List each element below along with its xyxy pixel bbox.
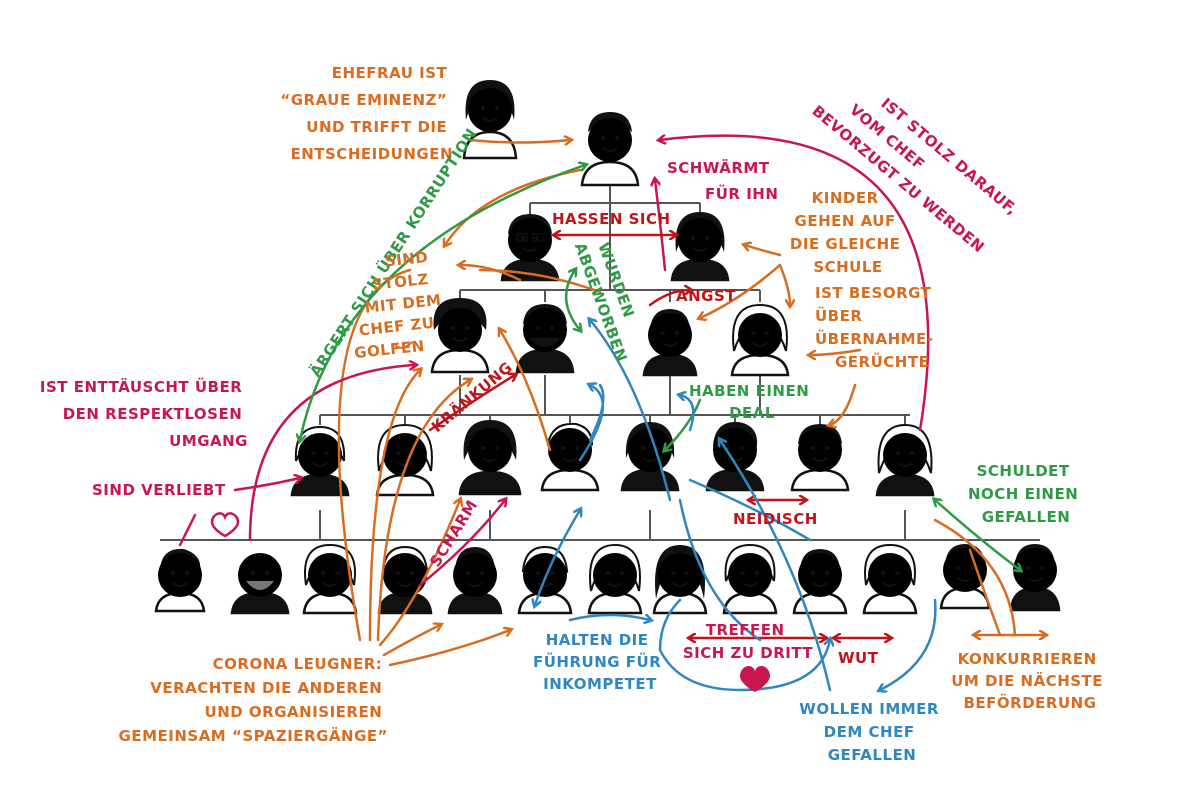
annotation-labels: EHEFRAU IST “GRAUE EMINENZ” UND TRIFFT D… bbox=[40, 64, 1109, 764]
label-treffen: TREFFEN SICH ZU DRITT bbox=[683, 621, 814, 662]
label-deal: HABEN EINEN DEAL bbox=[689, 382, 815, 422]
person-l4-4 bbox=[540, 422, 600, 492]
label-wollen: WOLLEN IMMER DEM CHEF GEFALLEN bbox=[799, 700, 944, 764]
label-ehefrau: EHEFRAU IST “GRAUE EMINENZ” UND TRIFFT D… bbox=[280, 64, 453, 163]
golf-club-icon bbox=[394, 341, 413, 349]
person-l5-8 bbox=[652, 545, 708, 615]
person-l4-7 bbox=[790, 424, 850, 492]
label-neidisch: NEIDISCH bbox=[733, 510, 818, 528]
label-halten: HALTEN DIE FÜHRUNG FÜR INKOMPETET bbox=[533, 631, 667, 693]
person-l5-9 bbox=[722, 543, 778, 615]
heart-filled-icon bbox=[740, 665, 770, 692]
label-verliebt: SIND VERLIEBT bbox=[92, 481, 226, 499]
label-angst: ANGST bbox=[676, 287, 736, 305]
person-l3-curly bbox=[430, 298, 490, 374]
heart-outline-icon bbox=[210, 512, 240, 538]
label-kinder: KINDER GEHEN AUF DIE GLEICHE SCHULE bbox=[790, 189, 906, 276]
person-l5-5 bbox=[447, 547, 503, 615]
label-corona: CORONA LEUGNER: VERACHTEN DIE ANDEREN UN… bbox=[119, 655, 388, 745]
person-l2-woman bbox=[670, 212, 730, 282]
person-l5-10 bbox=[792, 549, 848, 615]
label-schwaermt: SCHWÄRMT FÜR IHN bbox=[667, 158, 778, 203]
person-l5-13 bbox=[1009, 544, 1061, 612]
person-l3-wavy bbox=[730, 303, 790, 377]
person-l4-8 bbox=[875, 423, 935, 497]
label-konkurrieren: KONKURRIEREN UM DIE NÄCHSTE BEFÖRDERUNG bbox=[951, 650, 1109, 712]
person-wife bbox=[462, 80, 518, 160]
person-l5-11 bbox=[862, 543, 918, 615]
label-hassen: HASSEN SICH bbox=[552, 210, 671, 228]
label-enttaeuscht: IST ENTTÄUSCHT ÜBER DEN RESPEKTLOSEN UMG… bbox=[40, 377, 248, 450]
label-schuldet: SCHULDET NOCH EINEN GEFALLEN bbox=[968, 462, 1084, 526]
person-l5-2 bbox=[230, 552, 290, 615]
person-l5-7 bbox=[587, 543, 643, 615]
person-l2-man-glasses bbox=[500, 214, 560, 282]
person-chef bbox=[580, 112, 640, 187]
person-l4-2 bbox=[375, 423, 435, 497]
label-wut: WUT bbox=[838, 649, 879, 667]
person-l5-4 bbox=[377, 545, 433, 615]
relationship-arrows bbox=[178, 136, 1045, 690]
person-l5-1 bbox=[154, 548, 206, 613]
person-l3-bearded bbox=[515, 304, 575, 374]
person-l4-6 bbox=[705, 421, 765, 492]
person-l3-bun bbox=[642, 309, 698, 377]
label-besorgt: IST BESORGT ÜBER ÜBERNAHME- GERÜCHTE bbox=[815, 284, 939, 371]
person-l4-3 bbox=[458, 420, 522, 496]
